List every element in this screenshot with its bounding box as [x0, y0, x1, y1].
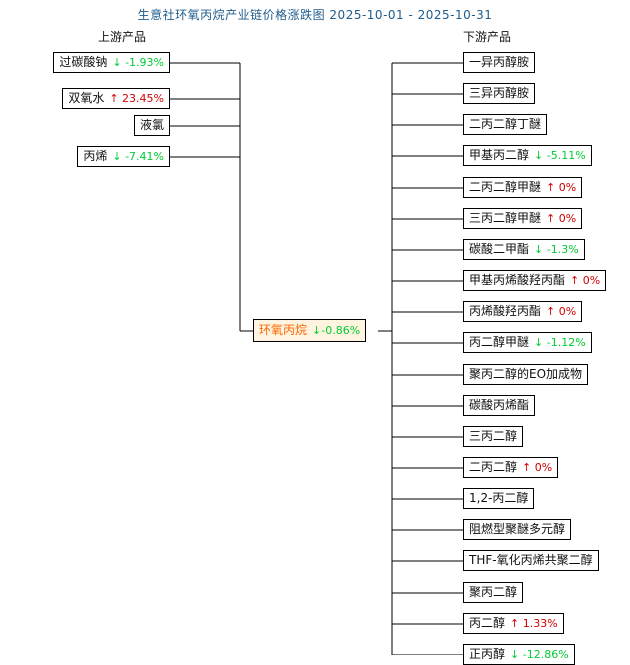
upstream-node-pct: -1.93% [125, 56, 164, 69]
downstream-node-label: 一异丙醇胺 [469, 55, 530, 69]
downstream-node[interactable]: 1,2-丙二醇 [463, 488, 535, 509]
downstream-node[interactable]: 丙烯酸羟丙酯 ↑ 0% [463, 301, 583, 322]
upstream-node[interactable]: 液氯 [133, 115, 170, 136]
upstream-node[interactable]: 丙烯 ↓ -7.41% [77, 146, 170, 167]
downstream-node-label: 阻燃型聚醚多元醇 [469, 522, 566, 536]
downstream-node-label: 三异丙醇胺 [469, 86, 530, 100]
downstream-node[interactable]: 甲基丙二醇 ↓ -5.11% [463, 145, 592, 166]
downstream-node-label: 三丙二醇 [469, 429, 518, 443]
downstream-node-label: 聚丙二醇 [469, 585, 518, 599]
downstream-node[interactable]: 聚丙二醇 [463, 582, 524, 603]
downstream-node-label: 聚丙二醇的EO加成物 [469, 367, 583, 381]
upstream-node-change: ↓ -1.93% [112, 56, 164, 69]
downstream-node-label: 碳酸二甲酯 [469, 242, 530, 256]
arrow-down-icon: ↓ [534, 336, 547, 349]
upstream-node-label: 双氧水 [68, 91, 105, 105]
arrow-down-icon: ↓ [312, 324, 322, 337]
downstream-node[interactable]: 三丙二醇 [463, 426, 524, 447]
arrow-down-icon: ↓ [534, 149, 547, 162]
upstream-node-label: 液氯 [139, 118, 164, 132]
arrow-up-icon: ↑ [570, 274, 583, 287]
downstream-node-label: 1,2-丙二醇 [469, 491, 529, 505]
arrow-up-icon: ↑ [109, 92, 123, 105]
downstream-node-pct: 0% [558, 212, 577, 225]
downstream-node-pct: 0% [582, 274, 601, 287]
downstream-node-label: 甲基丙二醇 [469, 148, 530, 162]
downstream-node-label: 正丙醇 [469, 647, 506, 661]
arrow-up-icon: ↑ [546, 212, 559, 225]
downstream-node-label: 碳酸丙烯酯 [469, 398, 530, 412]
downstream-node-label: 三丙二醇甲醚 [469, 211, 542, 225]
page-title: 生意社环氧丙烷产业链价格涨跌图 2025-10-01 - 2025-10-31 [137, 8, 493, 22]
downstream-node-change: ↑ 0% [546, 181, 576, 194]
upstream-node-change: ↓ -7.41% [112, 150, 164, 163]
downstream-node-pct: 0% [558, 305, 577, 318]
center-node-change: ↓-0.86% [312, 324, 360, 337]
downstream-node[interactable]: 甲基丙烯酸羟丙酯 ↑ 0% [463, 270, 607, 291]
upstream-node-label: 过碳酸钠 [59, 55, 108, 69]
downstream-node-change: ↑ 0% [570, 274, 600, 287]
downstream-node-change: ↑ 1.33% [510, 617, 558, 630]
arrow-up-icon: ↑ [522, 461, 535, 474]
downstream-node-pct: -1.3% [546, 243, 579, 256]
downstream-node-label: 丙烯酸羟丙酯 [469, 304, 542, 318]
downstream-heading: 下游产品 [463, 30, 512, 44]
downstream-node[interactable]: 碳酸丙烯酯 [463, 395, 536, 416]
arrow-up-icon: ↑ [546, 305, 559, 318]
downstream-node-pct: 0% [534, 461, 553, 474]
downstream-node[interactable]: 阻燃型聚醚多元醇 [463, 519, 572, 540]
downstream-node[interactable]: THF-氧化丙烯共聚二醇 [463, 550, 599, 571]
arrow-up-icon: ↑ [510, 617, 523, 630]
downstream-node-label: 二丙二醇丁醚 [469, 117, 542, 131]
downstream-node-pct: 1.33% [522, 617, 558, 630]
upstream-node-pct: 23.45% [122, 92, 164, 105]
downstream-node-change: ↑ 0% [522, 461, 552, 474]
downstream-node-label: 甲基丙烯酸羟丙酯 [469, 273, 566, 287]
downstream-node[interactable]: 二丙二醇 ↑ 0% [463, 457, 559, 478]
downstream-node[interactable]: 三丙二醇甲醚 ↑ 0% [463, 208, 583, 229]
downstream-node-change: ↑ 0% [546, 212, 576, 225]
downstream-node-pct: -1.12% [546, 336, 586, 349]
upstream-node-label: 丙烯 [83, 149, 108, 163]
arrow-down-icon: ↓ [534, 243, 547, 256]
downstream-node[interactable]: 丙二醇甲醚 ↓ -1.12% [463, 332, 592, 353]
downstream-node-change: ↓ -1.3% [534, 243, 579, 256]
downstream-node-label: 二丙二醇 [469, 460, 518, 474]
center-node-label: 环氧丙烷 [259, 323, 308, 337]
downstream-node[interactable]: 碳酸二甲酯 ↓ -1.3% [463, 239, 585, 260]
downstream-node[interactable]: 二丙二醇丁醚 [463, 114, 548, 135]
downstream-node-pct: 0% [558, 181, 577, 194]
arrow-down-icon: ↓ [112, 56, 126, 69]
downstream-node[interactable]: 聚丙二醇的EO加成物 [463, 364, 589, 385]
downstream-node-pct: -5.11% [546, 149, 586, 162]
downstream-node-label: 二丙二醇甲醚 [469, 180, 542, 194]
upstream-node-pct: -7.41% [125, 150, 164, 163]
center-node-epoxypropane[interactable]: 环氧丙烷 ↓-0.86% [253, 319, 367, 342]
downstream-node-label: THF-氧化丙烯共聚二醇 [469, 553, 593, 567]
arrow-down-icon: ↓ [112, 150, 126, 163]
downstream-node[interactable]: 一异丙醇胺 [463, 52, 536, 73]
downstream-node-change: ↓ -1.12% [534, 336, 586, 349]
downstream-node-change: ↑ 0% [546, 305, 576, 318]
downstream-node-label: 丙二醇甲醚 [469, 335, 530, 349]
upstream-heading: 上游产品 [98, 30, 147, 44]
downstream-node[interactable]: 三异丙醇胺 [463, 83, 536, 104]
downstream-node[interactable]: 丙二醇 ↑ 1.33% [463, 613, 564, 634]
downstream-node[interactable]: 二丙二醇甲醚 ↑ 0% [463, 177, 583, 198]
downstream-node-label: 丙二醇 [469, 616, 506, 630]
upstream-node[interactable]: 过碳酸钠 ↓ -1.93% [53, 52, 170, 73]
center-node-pct: -0.86% [321, 324, 361, 337]
upstream-node-change: ↑ 23.45% [109, 92, 164, 105]
arrow-up-icon: ↑ [546, 181, 559, 194]
upstream-node[interactable]: 双氧水 ↑ 23.45% [62, 88, 170, 109]
downstream-node-change: ↓ -5.11% [534, 149, 586, 162]
